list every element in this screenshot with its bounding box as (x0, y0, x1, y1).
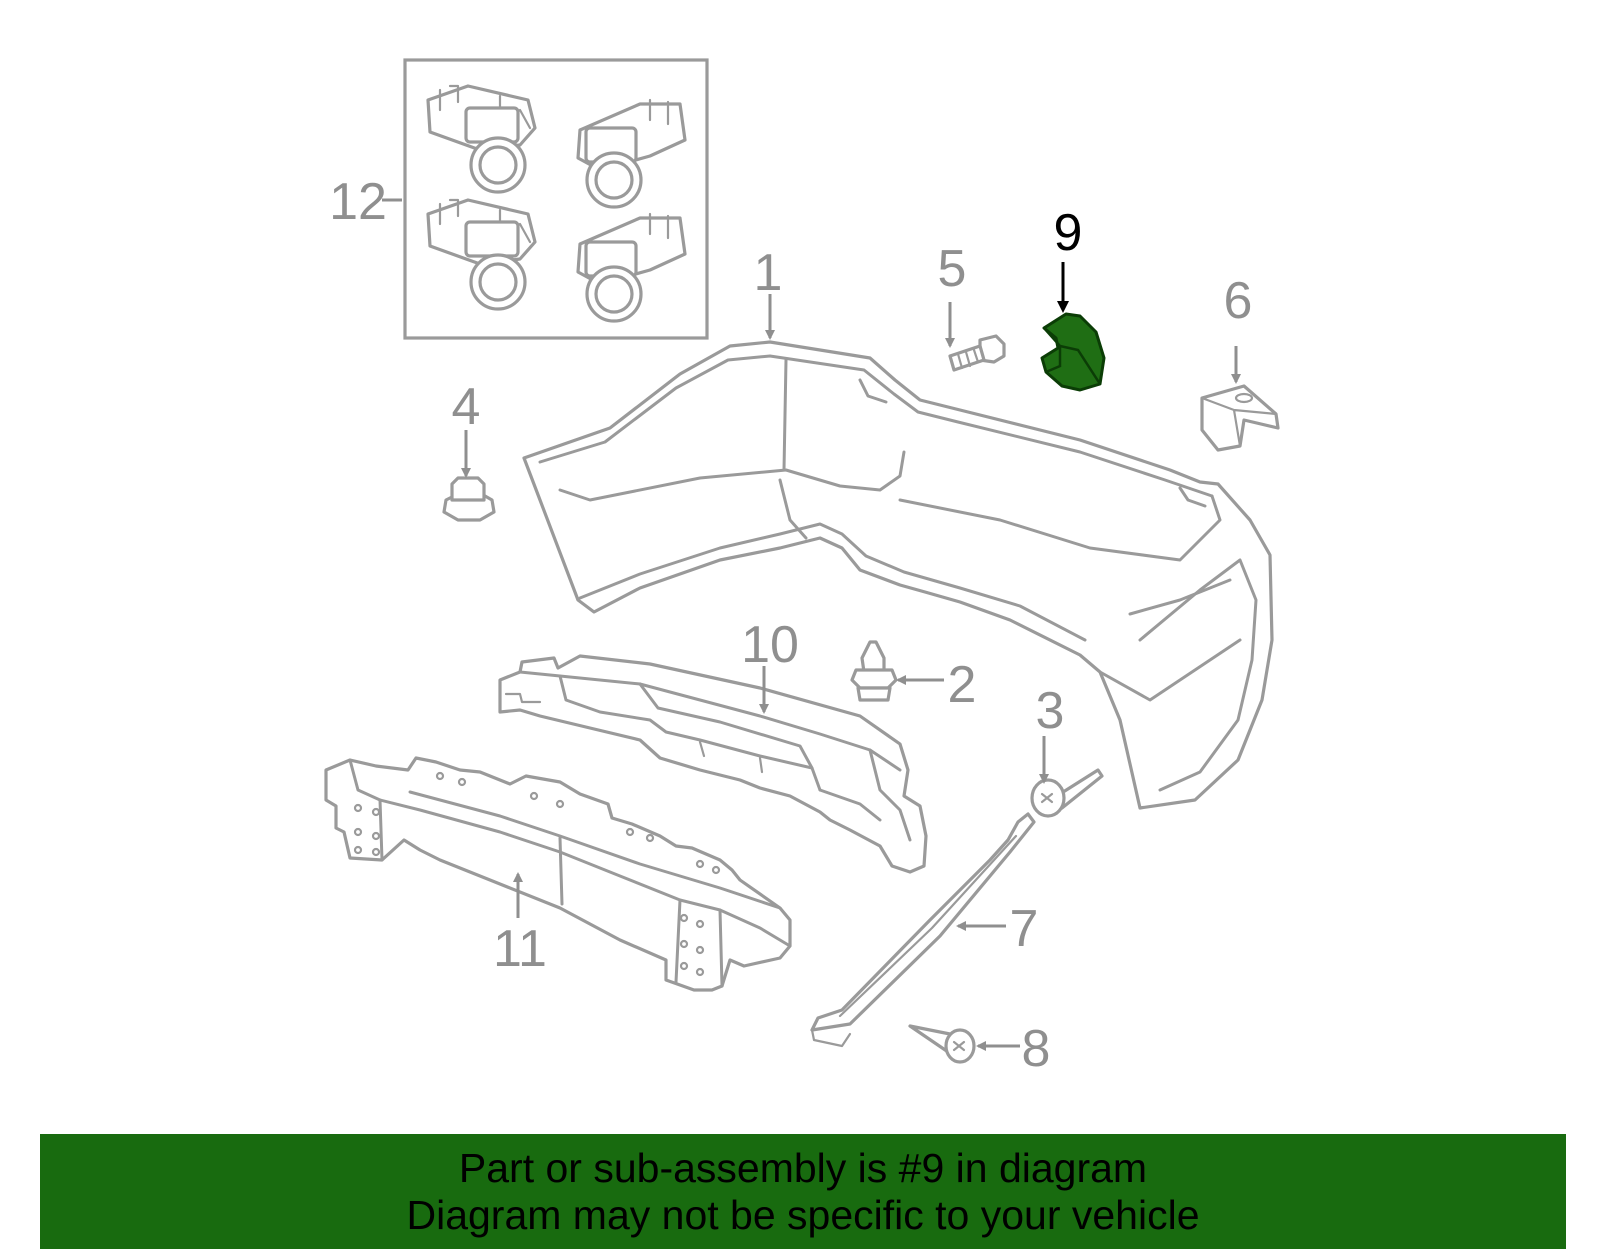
side-bracket (1200, 384, 1280, 452)
sensor-set-box (403, 58, 709, 340)
callout-10: 10 (741, 616, 799, 674)
parking-sensor (426, 198, 537, 311)
info-banner: Part or sub-assembly is #9 in diagram Di… (40, 1134, 1566, 1249)
parking-sensor (576, 212, 687, 323)
callout-3: 3 (1036, 682, 1065, 740)
parking-sensor (426, 84, 537, 194)
side-trim-strip (810, 812, 1036, 1048)
banner-line-1: Part or sub-assembly is #9 in diagram (458, 1144, 1148, 1191)
callout-2: 2 (948, 656, 977, 714)
callout-4: 4 (452, 378, 481, 436)
leader-arrows (382, 198, 1241, 1051)
callout-1: 1 (754, 244, 783, 302)
highlighted-part-9[interactable] (1040, 312, 1106, 392)
callout-6: 6 (1224, 272, 1253, 330)
bolt (948, 334, 1006, 372)
banner-line-2: Diagram may not be specific to your vehi… (406, 1191, 1200, 1238)
push-clip (850, 640, 898, 702)
callout-7: 7 (1010, 900, 1039, 958)
bumper-cover (522, 340, 1274, 810)
energy-absorber (498, 654, 928, 874)
callout-9: 9 (1054, 204, 1083, 262)
callout-labels: 12 1 4 5 6 9 10 2 3 7 11 8 (329, 173, 1252, 1078)
callout-11: 11 (493, 920, 547, 978)
callout-8: 8 (1022, 1020, 1051, 1078)
reinforcement-beam (324, 756, 792, 992)
callout-12: 12 (329, 173, 387, 231)
parking-sensor (576, 98, 687, 209)
callout-5: 5 (938, 240, 967, 298)
retainer-clip (442, 476, 496, 522)
screw (908, 1024, 976, 1064)
